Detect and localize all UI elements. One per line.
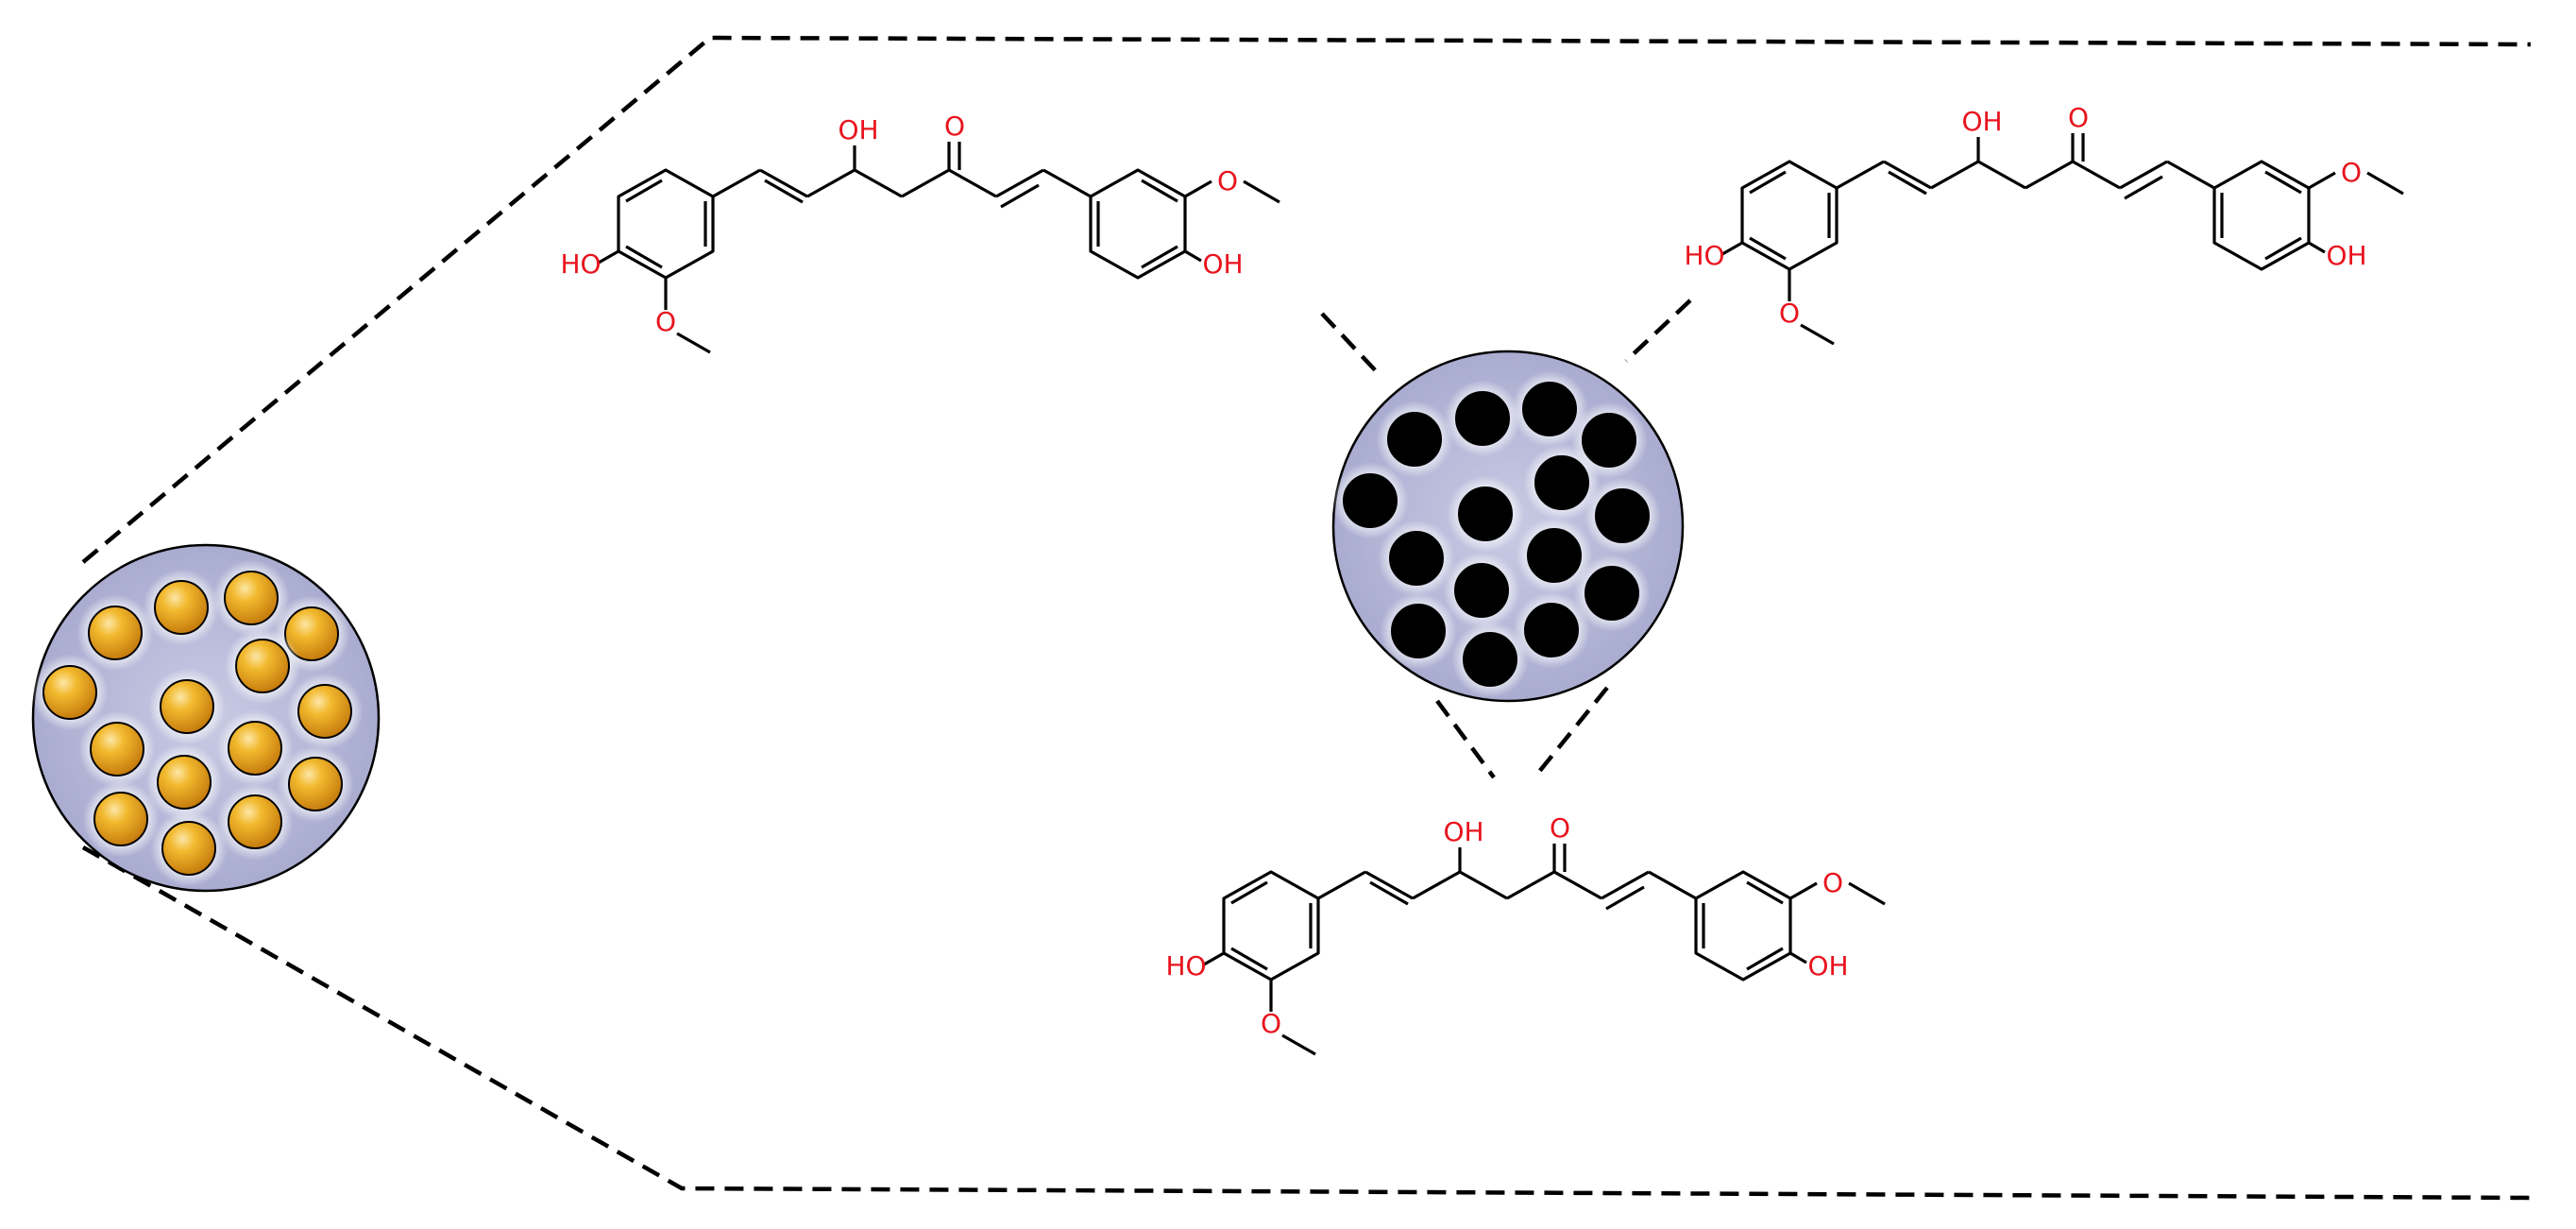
- curcumin-core: [1391, 604, 1446, 658]
- nanoparticle-core: [93, 792, 148, 846]
- nanoparticle-core: [228, 794, 282, 849]
- nanoparticle-core: [160, 679, 214, 734]
- connector-lines: [1320, 299, 1692, 779]
- zoom-outline: [81, 35, 2532, 1201]
- nanoparticle-cluster: [31, 543, 381, 893]
- nanoparticle-core: [90, 722, 144, 777]
- curcumin-core: [1527, 528, 1582, 583]
- nanoparticle-core: [288, 757, 343, 811]
- nanoparticle-cores: [31, 559, 364, 887]
- curcumin-structure-top-left: [558, 109, 1281, 354]
- nanoparticle-core: [42, 665, 97, 720]
- curcumin-core: [1534, 455, 1589, 510]
- curcumin-core: [1463, 632, 1517, 687]
- curcumin-core: [1595, 488, 1650, 543]
- nanoparticle-core: [154, 580, 209, 635]
- curcumin-core: [1387, 412, 1442, 467]
- curcumin-core: [1455, 391, 1510, 446]
- nanoparticle-core: [284, 606, 339, 661]
- curcumin-core: [1524, 603, 1579, 657]
- nanoparticle-core: [88, 606, 143, 660]
- curcumin-core: [1582, 413, 1636, 468]
- curcumin-structure-top-right: [1682, 100, 2405, 346]
- curcumin-loaded-particle: [1331, 350, 1685, 703]
- nanoparticle-core: [297, 684, 352, 739]
- nanoparticle-core: [224, 571, 279, 625]
- curcumin-core: [1458, 486, 1513, 541]
- nanoparticle-core: [157, 755, 212, 810]
- curcumin-core: [1343, 473, 1398, 528]
- curcumin-core: [1389, 531, 1444, 586]
- curcumin-structure-bottom: [1163, 811, 1887, 1056]
- curcumin-cores: [1331, 370, 1661, 698]
- nanoparticle-core: [228, 721, 282, 776]
- curcumin-core: [1585, 566, 1639, 621]
- nanoparticle-core: [161, 821, 216, 876]
- nanoparticle-core: [235, 639, 290, 693]
- curcumin-core: [1454, 563, 1509, 618]
- curcumin-core: [1522, 382, 1577, 436]
